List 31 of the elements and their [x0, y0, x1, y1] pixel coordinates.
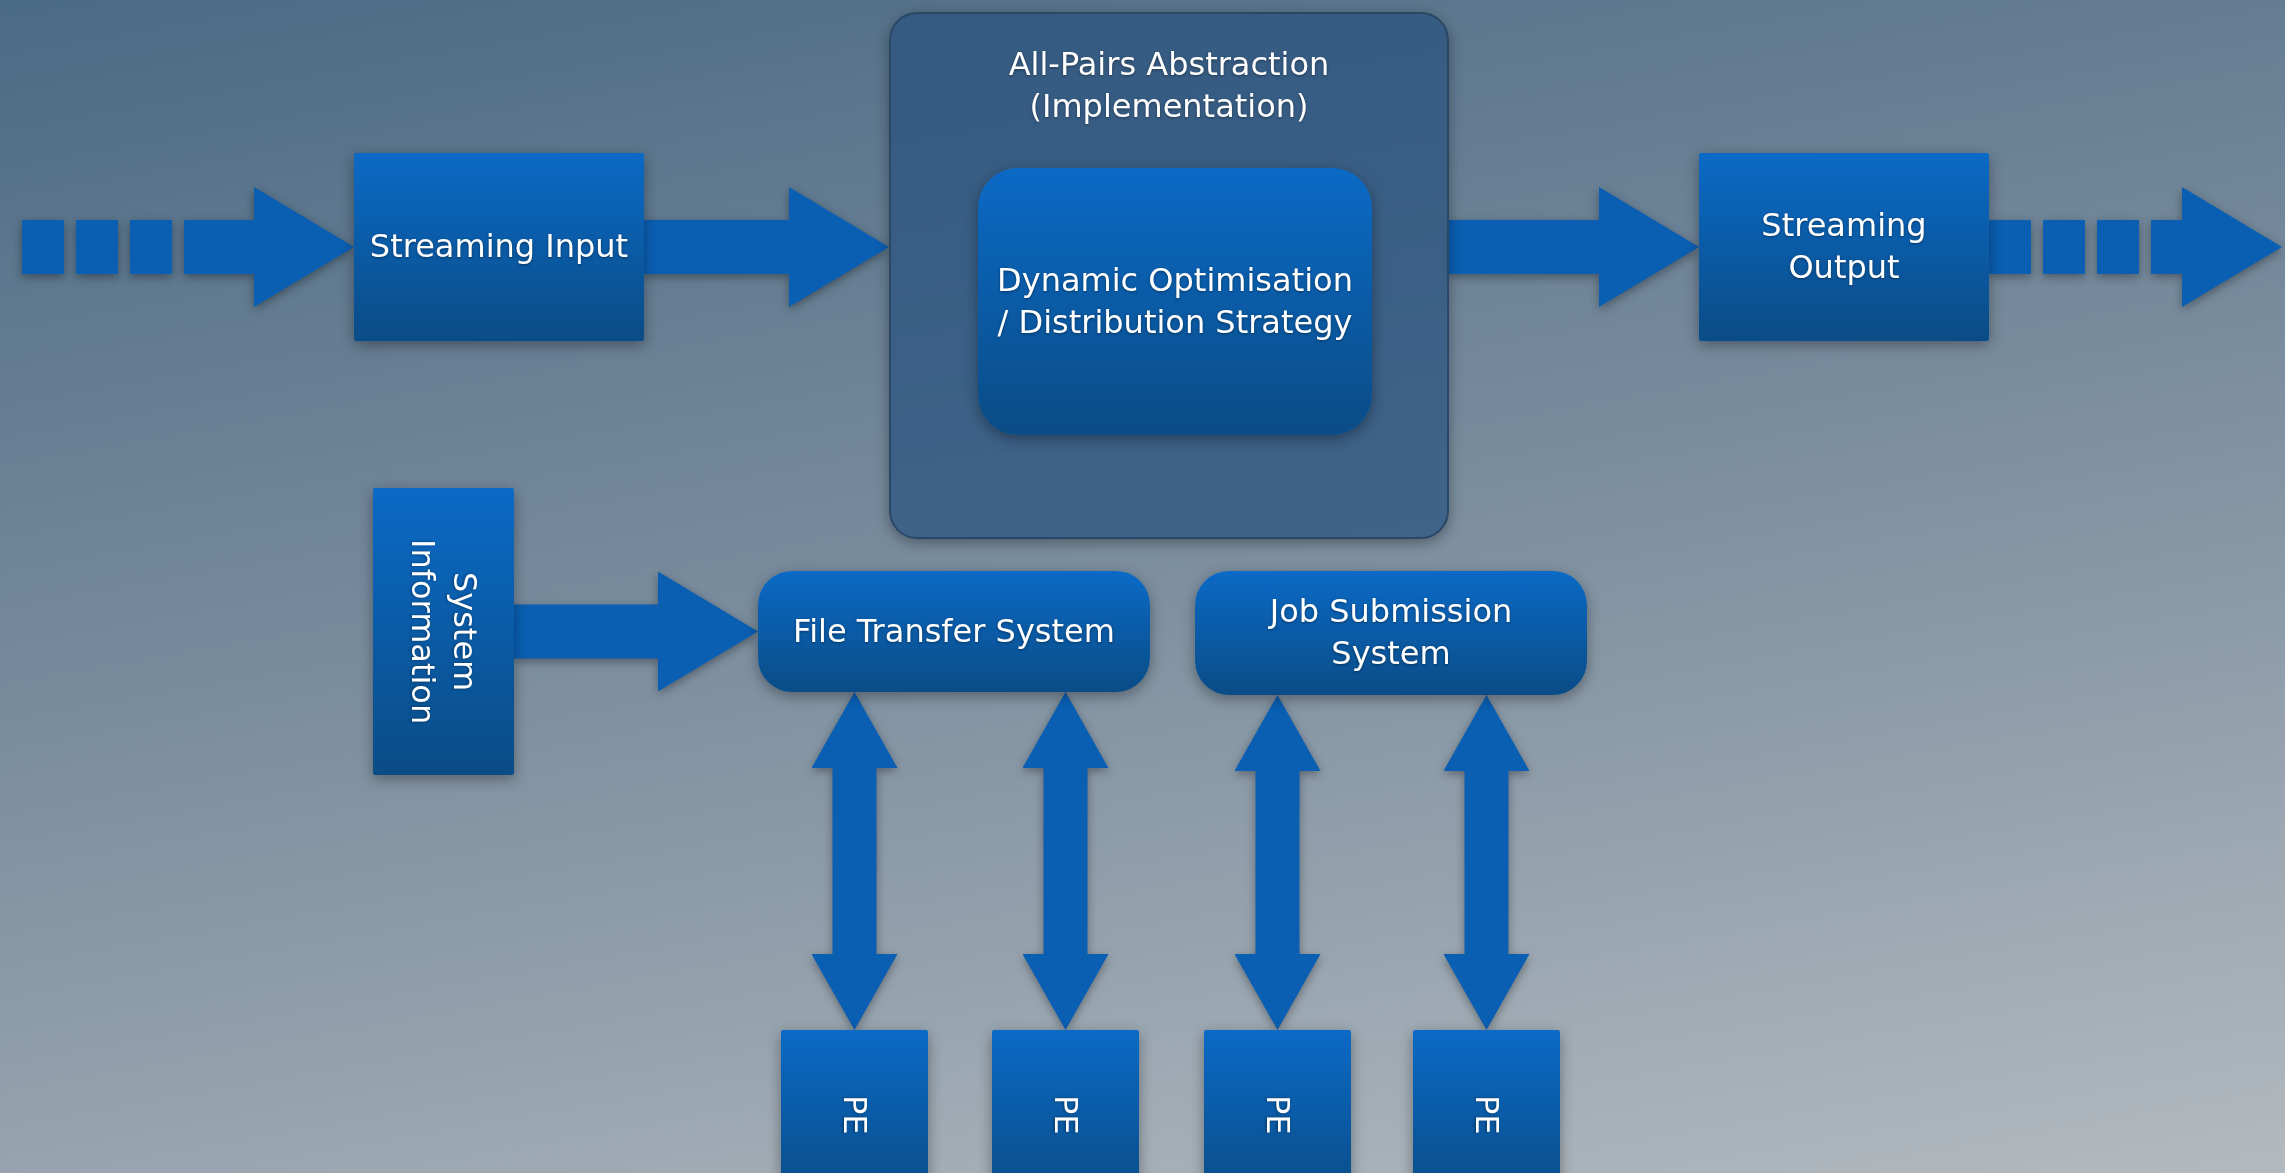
block-arrow	[22, 187, 354, 307]
box-label: PE	[1046, 1094, 1087, 1137]
process-box	[992, 1030, 1139, 1173]
block-arrow	[1234, 695, 1321, 1030]
process-box	[1204, 1030, 1351, 1173]
process-box	[373, 488, 514, 775]
block-arrow	[514, 571, 758, 692]
box-label: PE	[835, 1094, 876, 1137]
block-arrow	[1443, 695, 1530, 1030]
box-label: Job Submission System	[1267, 591, 1514, 674]
process-box	[758, 571, 1150, 692]
process-box	[1699, 153, 1989, 341]
block-arrow	[644, 187, 889, 307]
block-arrow	[1449, 187, 1699, 307]
block-arrow	[1022, 692, 1109, 1030]
box-label: File Transfer System	[792, 610, 1116, 652]
process-box	[354, 153, 644, 341]
box-label: PE	[1258, 1094, 1299, 1137]
box-label: All-Pairs Abstraction (Implementation)	[1007, 44, 1331, 127]
process-box	[978, 168, 1372, 435]
process-box	[781, 1030, 928, 1173]
process-box	[1195, 571, 1587, 695]
box-label: Dynamic Optimisation / Distribution Strategy	[996, 259, 1354, 343]
box-label: Streaming Output	[1760, 205, 1928, 288]
box-label: System Information	[403, 537, 486, 727]
box-label: PE	[1467, 1094, 1508, 1137]
box-label: Streaming Input	[368, 226, 630, 268]
group-box	[889, 12, 1449, 539]
block-arrow	[811, 692, 898, 1030]
process-box	[1413, 1030, 1560, 1173]
block-arrow	[1989, 187, 2282, 307]
